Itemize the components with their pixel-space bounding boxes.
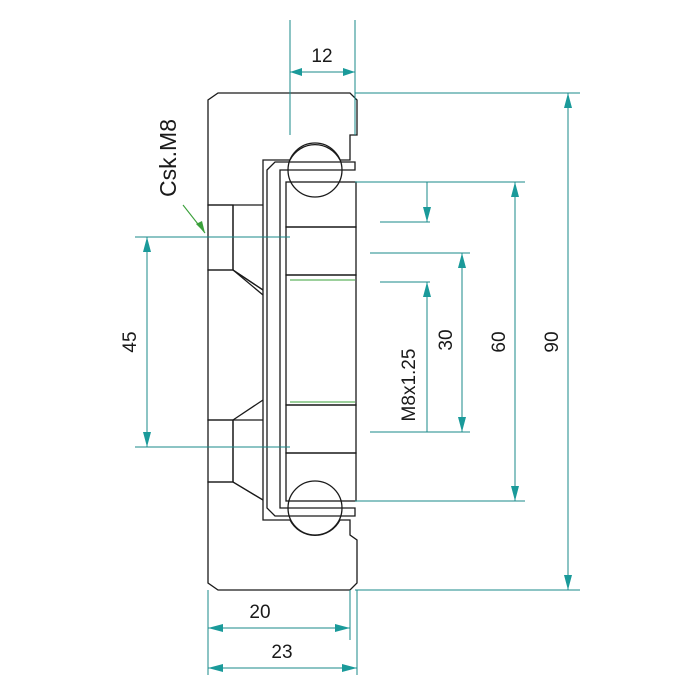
dim-top-width-label: 12 (311, 46, 332, 67)
bearing-balls (287, 142, 343, 536)
dim-overall-height: 90 (542, 93, 572, 590)
dim-body-width-label: 20 (249, 602, 270, 623)
countersink-label: Csk.M8 (155, 119, 181, 197)
dim-overall-width: 23 (208, 642, 357, 672)
countersink-callout: Csk.M8 (155, 119, 206, 234)
dim-top-width: 12 (290, 46, 355, 76)
bearing-ball-bottom (287, 480, 343, 536)
dim-body-width: 20 (208, 602, 350, 632)
extension-lines (135, 20, 580, 675)
dim-inner-height-label: 60 (489, 331, 510, 352)
inner-rail (266, 161, 356, 517)
dim-overall-width-label: 23 (271, 642, 292, 663)
dim-thread-height: 30 (436, 253, 466, 432)
bearing-ball-top (287, 142, 343, 198)
dim-hole-spacing: 45 (120, 237, 151, 447)
dim-overall-height-label: 90 (542, 331, 563, 352)
inner-member (285, 181, 357, 502)
thread-label: M8x1.25 (399, 349, 420, 422)
dim-thread-small (423, 182, 431, 432)
dim-thread-height-label: 30 (436, 329, 457, 350)
dim-hole-spacing-label: 45 (120, 331, 141, 352)
dim-inner-height: 60 (489, 182, 519, 501)
